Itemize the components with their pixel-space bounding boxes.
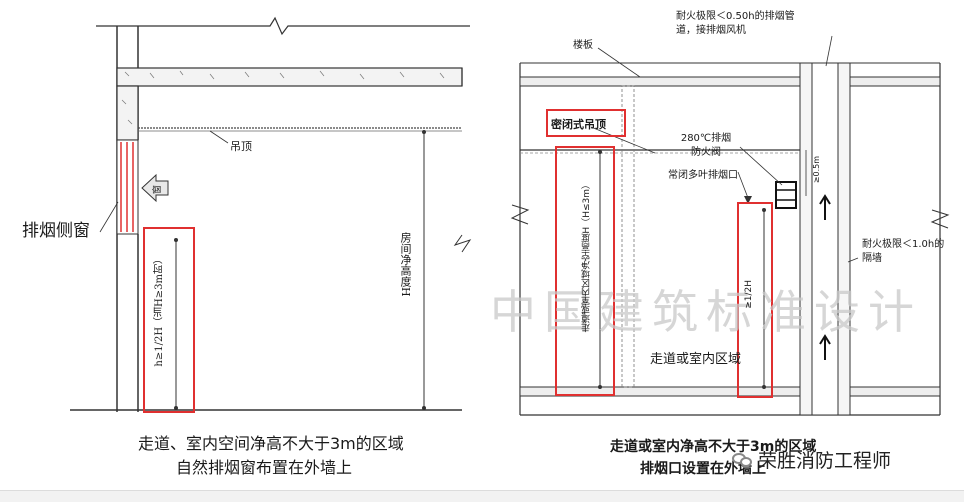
up-arrow-icon [819,194,831,220]
damper-label: 280℃排烟防火阀 [680,133,732,158]
dim-05m-label: ≥0.5m [812,156,821,184]
partition-label: 耐火极限＜1.0h的隔墙 [862,239,945,264]
h-highlight-right [737,202,773,398]
watermark: 中国建筑标准设计 [490,285,922,339]
right-floor-slab [519,76,941,87]
damper [775,181,797,209]
outlet-icon [744,196,752,204]
closed-ceiling-label: 密闭式吊顶 [551,118,606,131]
ceiling-label: 吊顶 [230,140,252,153]
bottom-edge [0,490,964,502]
h-highlight-box [143,227,195,413]
window-label: 排烟侧窗 [22,221,90,241]
floor-slab-label: 楼板 [573,40,593,51]
right-caption-2: 排烟口设置在外墙上 [640,461,766,477]
wall-break-top [96,16,470,36]
vertical-left-label: 走道或室内区域净空高度H（H≤3m） [582,180,592,333]
smoke-arrow-icon [141,173,169,203]
left-caption-1: 走道、室内空间净高不大于3m的区域 [138,434,404,453]
wechat-icon [732,451,754,469]
smoke-duct [811,62,839,416]
brand-name: 荣胜消防工程师 [758,450,892,472]
left-caption-2: 自然排烟窗布置在外墙上 [176,458,353,477]
slab-hatch [121,70,445,125]
closed-ceiling-highlight [546,109,626,137]
outlet-label: 常闭多叶排烟口 [668,170,738,181]
room-height-label: 房间净高度H [399,232,412,297]
left-diagram [70,16,472,413]
right-caption-1: 走道或室内净高不大于3m的区域 [610,439,817,455]
zone-label: 走道或室内区域 [650,352,742,367]
top-note-label: 耐火极限＜0.50h的排烟管道，接排烟风机 [676,11,795,36]
partition-wall [799,62,813,416]
h-highlight-left [555,146,615,396]
vertical-right-label: ≥1/2H [744,280,754,309]
brand-badge: 荣胜消防工程师 [732,446,891,473]
